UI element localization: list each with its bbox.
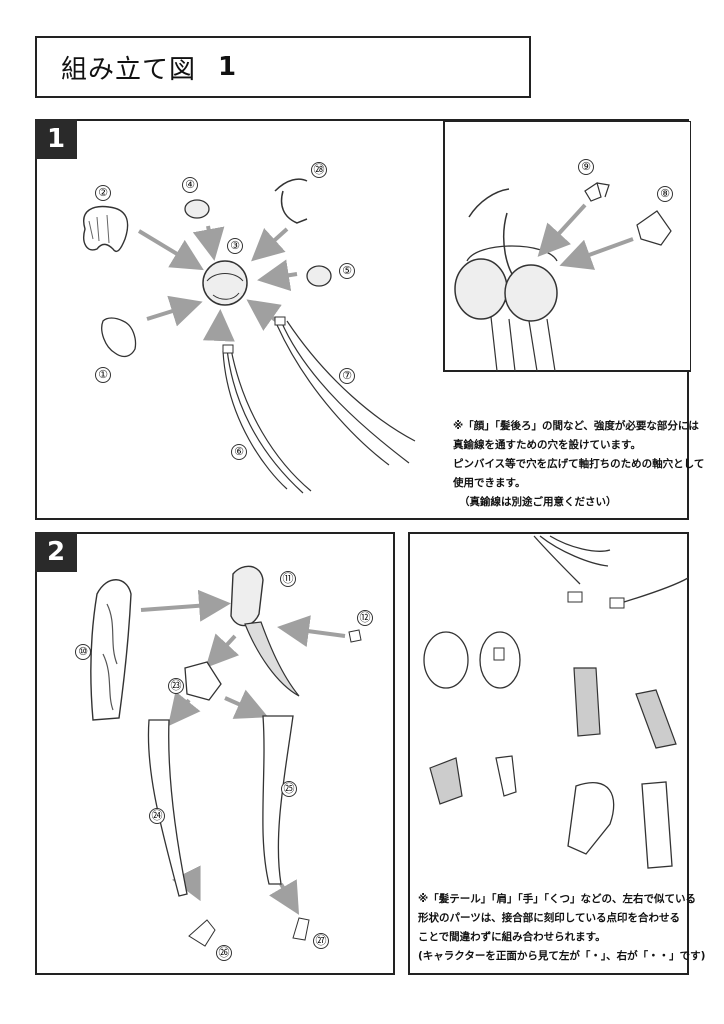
part-label-8: ⑧ xyxy=(657,186,673,202)
part-label-26: ㉖ xyxy=(216,945,232,961)
part-label-27: ㉗ xyxy=(313,933,329,949)
detail-panel: ※「髪テール」「肩」「手」「くつ」などの、左右で似ている 形状のパーツは、接合部… xyxy=(408,532,705,975)
step1-note-line: 真鍮線を通すための穴を設けています。 xyxy=(453,439,641,451)
step2-panel: 2 ⑩ ⑪ ⑫ ㉓ xyxy=(35,532,395,975)
part-label-3: ③ xyxy=(227,238,243,254)
part-label-28: ㉘ xyxy=(311,162,327,178)
step1-inset-drawing xyxy=(454,182,672,372)
step2-illustration xyxy=(90,565,362,947)
part-label-1: ① xyxy=(95,367,111,383)
page-title-box: 組み立て図 1 xyxy=(35,36,531,98)
page-title: 組み立て図 xyxy=(61,54,197,85)
part-label-6: ⑥ xyxy=(231,444,247,460)
step1-panel: 1 xyxy=(35,119,704,520)
part-label-25: ㉕ xyxy=(281,781,297,797)
part-label-12: ⑫ xyxy=(357,610,373,626)
step1-note-line: ピンバイス等で穴を広げて軸打ちのための軸穴として xyxy=(453,458,705,470)
step1-arrows xyxy=(137,225,298,342)
step1-badge: 1 xyxy=(35,119,77,159)
step1-note-line: 使用できます。 xyxy=(453,477,526,489)
part-label-23: ㉓ xyxy=(168,678,184,694)
part-label-2: ② xyxy=(95,185,111,201)
step2-note-line: 形状のパーツは、接合部に刻印している点印を合わせる xyxy=(418,912,680,924)
step1-note: ※「顔」「髪後ろ」の間など、強度が必要な部分には 真鍮線を通すための穴を設けてい… xyxy=(453,417,704,512)
step2-note-line: (キャラクターを正面から見て左が「・」、右が「・・」です) xyxy=(418,950,706,962)
step2-note-line: ※「髪テール」「肩」「手」「くつ」などの、左右で似ている xyxy=(418,893,696,905)
part-label-11: ⑪ xyxy=(280,571,296,587)
part-label-5: ⑤ xyxy=(339,263,355,279)
part-label-9: ⑨ xyxy=(578,159,594,175)
detail-illustration xyxy=(423,535,689,869)
step2-note: ※「髪テール」「肩」「手」「くつ」などの、左右で似ている 形状のパーツは、接合部… xyxy=(418,890,705,966)
part-label-7: ⑦ xyxy=(339,368,355,384)
step1-note-line: （真鍮線は別途ご用意ください） xyxy=(459,496,617,508)
part-label-4: ④ xyxy=(182,177,198,193)
step1-illustration xyxy=(83,121,691,494)
part-label-10: ⑩ xyxy=(75,644,91,660)
step2-badge: 2 xyxy=(35,532,77,572)
step1-note-line: ※「顔」「髪後ろ」の間など、強度が必要な部分には xyxy=(453,420,699,432)
step2-note-line: ことで間違わずに組み合わせられます。 xyxy=(418,931,606,943)
part-label-24: ㉔ xyxy=(149,808,165,824)
page-title-number: 1 xyxy=(218,52,238,82)
